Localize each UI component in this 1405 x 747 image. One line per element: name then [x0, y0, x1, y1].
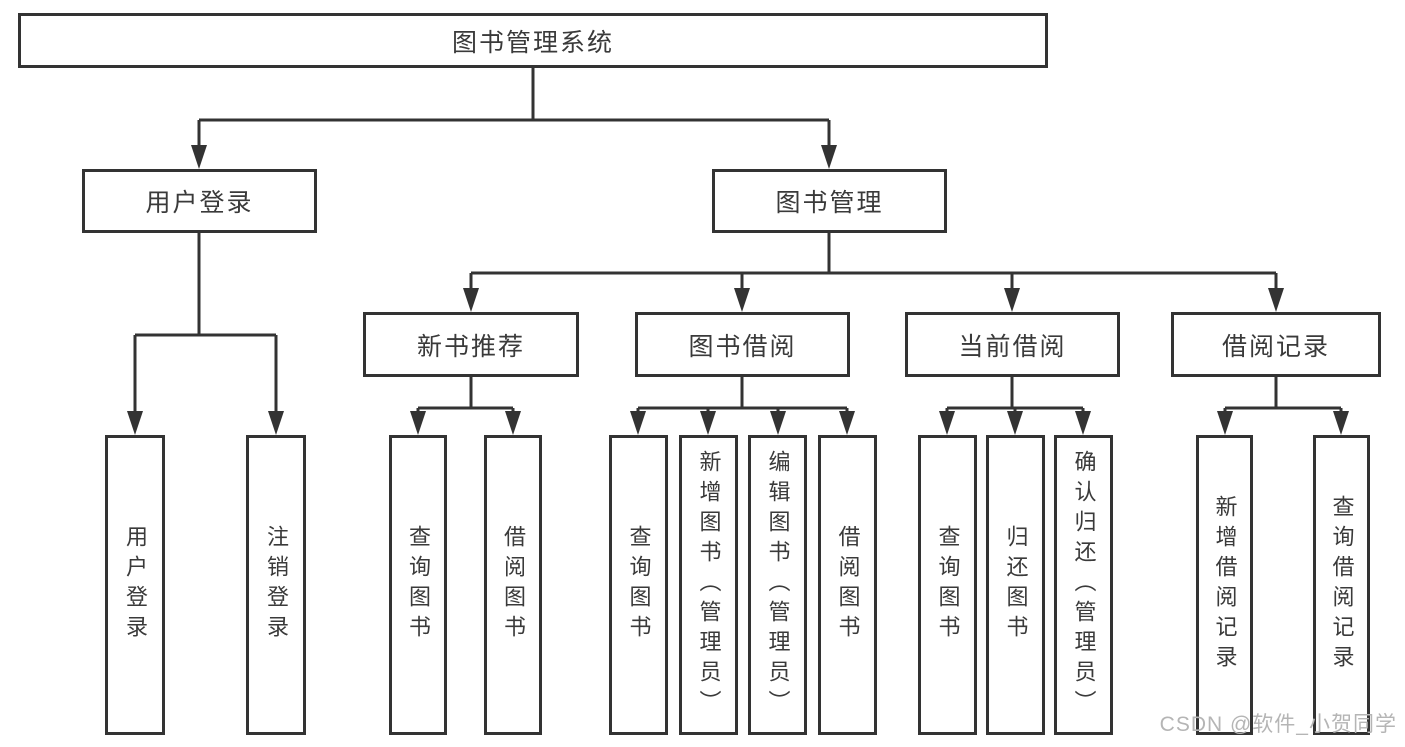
node-label: 当前借阅	[958, 332, 1067, 361]
node-borrow-records: 借阅记录	[1171, 312, 1381, 377]
leaf-label: 查询借阅记录	[1329, 495, 1355, 675]
node-book-borrowing: 图书借阅	[635, 312, 850, 377]
leaf-label: 用户登录	[123, 525, 148, 645]
node-label: 用户登录	[145, 189, 254, 217]
leaf-borrowing-edit-book-admin: 编辑图书（管理员）	[748, 435, 807, 735]
leaf-label: 新增借阅记录	[1212, 495, 1238, 675]
leaf-label: 新增图书（管理员）	[696, 450, 722, 720]
leaf-current-confirm-return-admin: 确认归还（管理员）	[1054, 435, 1113, 735]
node-new-book-recommendation: 新书推荐	[363, 312, 579, 377]
leaf-label: 查询图书	[935, 525, 961, 645]
leaf-newbooks-borrow-books: 借阅图书	[484, 435, 542, 735]
node-label: 图书管理	[775, 189, 884, 217]
leaf-label: 归还图书	[1003, 525, 1029, 645]
leaf-label: 确认归还（管理员）	[1071, 450, 1097, 720]
csdn-watermark: CSDN @软件_小贺同学	[1159, 713, 1397, 736]
leaf-label: 借阅图书	[835, 525, 861, 645]
node-label: 新书推荐	[416, 332, 525, 361]
node-book-management: 图书管理	[712, 169, 947, 233]
leaf-borrowing-add-book-admin: 新增图书（管理员）	[679, 435, 738, 735]
leaf-borrowing-query-books: 查询图书	[609, 435, 668, 735]
leaf-records-query-record: 查询借阅记录	[1313, 435, 1370, 735]
leaf-user-login: 用户登录	[105, 435, 165, 735]
node-current-borrowing: 当前借阅	[905, 312, 1120, 377]
leaf-label: 注销登录	[264, 525, 289, 645]
leaf-records-add-record: 新增借阅记录	[1196, 435, 1253, 735]
leaf-borrowing-borrow-books: 借阅图书	[818, 435, 877, 735]
leaf-current-query-books: 查询图书	[918, 435, 977, 735]
leaf-label: 借阅图书	[501, 525, 526, 645]
node-label: 图书管理系统	[451, 28, 614, 57]
leaf-label: 查询图书	[406, 525, 431, 645]
leaf-label: 编辑图书（管理员）	[765, 450, 791, 720]
leaf-logout: 注销登录	[246, 435, 306, 735]
leaf-label: 查询图书	[626, 525, 652, 645]
leaf-newbooks-query-books: 查询图书	[389, 435, 447, 735]
node-user-login: 用户登录	[82, 169, 317, 233]
leaf-current-return-books: 归还图书	[986, 435, 1045, 735]
node-library-management-system: 图书管理系统	[18, 13, 1048, 68]
node-label: 借阅记录	[1221, 332, 1330, 361]
node-label: 图书借阅	[688, 332, 797, 361]
